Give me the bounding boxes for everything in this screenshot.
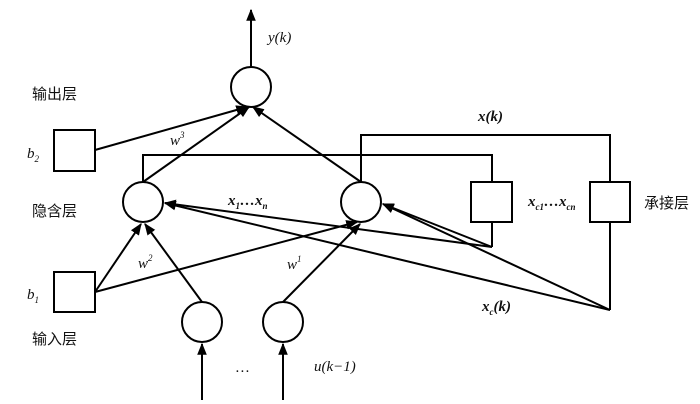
edge-context1-hidden1: [163, 199, 493, 248]
hidden-neuron-1: [122, 181, 164, 223]
bias-output-box: [53, 129, 96, 172]
edge-input2-hidden2: [282, 223, 361, 303]
bias-hidden-label: b1: [27, 287, 39, 305]
hidden-neuron-n: [340, 181, 382, 223]
edge-context1-hidden2: [381, 203, 493, 248]
edge-context2-hidden1: [163, 200, 611, 311]
weight-w3-label: w3: [170, 130, 185, 149]
input-ellipsis: …: [236, 360, 249, 376]
edge-hidden1-output: [142, 106, 250, 183]
edge-bias1-hidden1: [94, 223, 142, 293]
hidden-states-label: x1…xn: [227, 193, 268, 211]
output-neuron: [230, 66, 272, 108]
edge-bias1-hidden2: [94, 220, 359, 293]
context-output-label: xc(k): [481, 299, 511, 317]
weight-w1-label: w1: [287, 254, 302, 273]
bias-hidden-box: [53, 271, 96, 313]
hidden-layer-label: 隐含层: [32, 202, 77, 220]
bias-output-label: b2: [27, 146, 40, 164]
input-signal-label: u(k−1): [314, 359, 356, 375]
weight-w2-label: w2: [138, 253, 153, 272]
edge-bias2-output: [94, 105, 249, 151]
input-layer-label: 输入层: [32, 330, 77, 348]
output-signal-label: y(k): [266, 30, 291, 46]
context-box-n: [589, 181, 631, 223]
edge-hidden-to-context2: [360, 134, 611, 182]
edge-input1-hidden1: [144, 223, 203, 303]
edge-hidden2-output: [252, 106, 362, 183]
hidden-output-label: x(k): [477, 109, 503, 125]
input-neuron-1: [181, 301, 223, 343]
edge-hidden-to-context1: [142, 154, 493, 182]
input-neuron-n: [262, 301, 304, 343]
output-layer-label: 输出层: [32, 85, 77, 103]
edge-context2-hidden2: [381, 203, 611, 311]
context-box-1: [470, 181, 513, 223]
context-layer-label: 承接层: [644, 194, 689, 212]
context-states-label: xc1…xcn: [527, 194, 576, 212]
